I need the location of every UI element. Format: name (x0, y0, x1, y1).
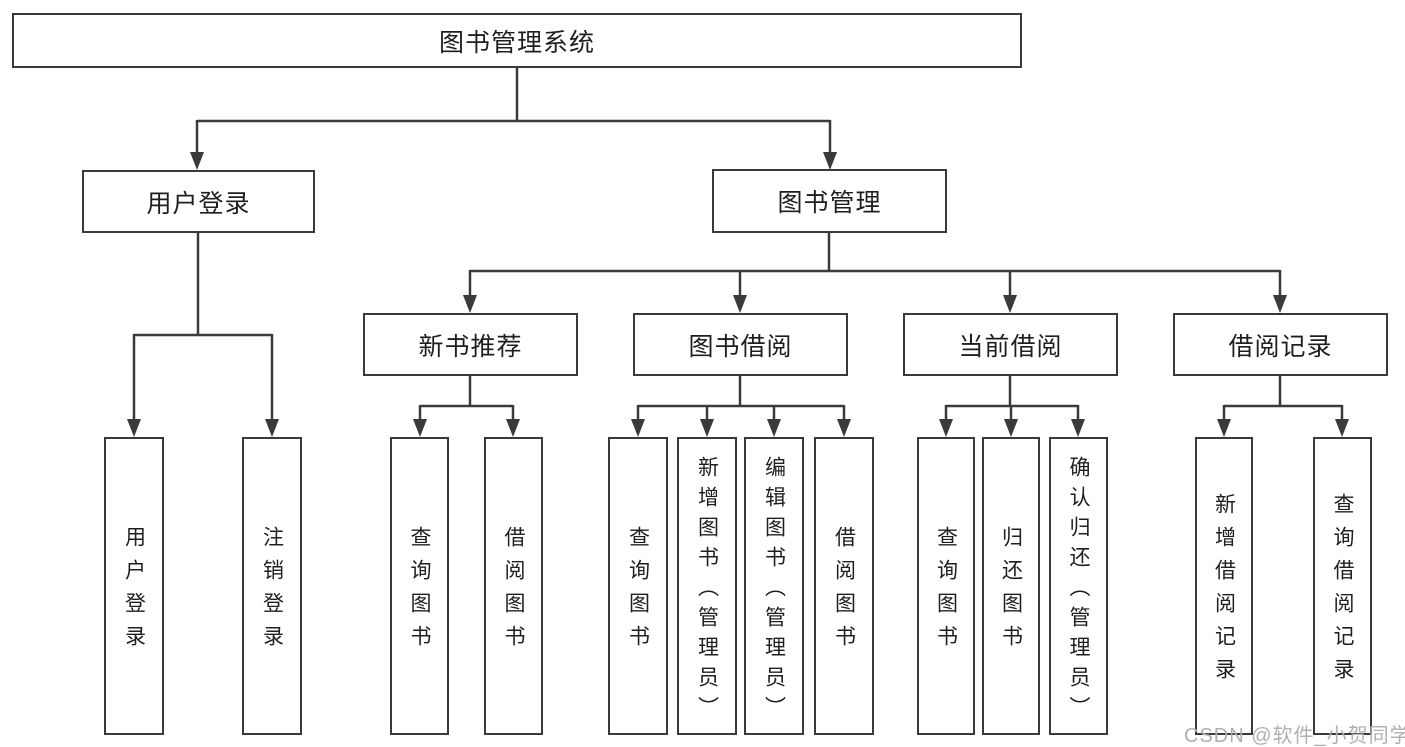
leaf-logout: 注销登录 (242, 437, 302, 735)
node-new-book-recommend-label: 新书推荐 (418, 332, 523, 361)
leaf-cb-confirm-return-admin-label: 确认归还（管理员） (1067, 455, 1090, 726)
leaf-bb-borrow-books-label: 借阅图书 (832, 526, 856, 658)
node-borrowing-records: 借阅记录 (1173, 313, 1388, 376)
leaf-nbr-query-books: 查询图书 (390, 437, 449, 735)
node-book-management: 图书管理 (712, 169, 947, 233)
leaf-logout-label: 注销登录 (260, 526, 284, 658)
node-new-book-recommend: 新书推荐 (363, 313, 578, 376)
leaf-bb-add-book-admin-label: 新增图书（管理员） (695, 455, 719, 726)
connector-user-login-to-leaves (132, 233, 274, 421)
leaf-bb-edit-book-admin: 编辑图书（管理员） (744, 437, 804, 735)
leaf-bb-add-book-admin: 新增图书（管理员） (677, 437, 737, 735)
node-current-borrowing: 当前借阅 (903, 313, 1118, 376)
connector-book-management-to-level3 (468, 233, 1282, 297)
leaf-cb-query-books: 查询图书 (917, 437, 975, 735)
node-book-borrowing-label: 图书借阅 (688, 332, 793, 361)
leaf-br-add-record: 新增借阅记录 (1195, 437, 1253, 735)
watermark: CSDN @软件_小贺同学 (1184, 725, 1405, 747)
leaf-nbr-borrow-books: 借阅图书 (484, 437, 543, 735)
node-user-login: 用户登录 (82, 170, 315, 233)
leaf-br-add-record-label: 新增借阅记录 (1212, 493, 1236, 691)
connector-borrowing-records-to-leaves (1222, 376, 1344, 421)
leaf-bb-query-books-label: 查询图书 (626, 526, 650, 658)
node-root: 图书管理系统 (12, 13, 1022, 68)
leaf-nbr-query-books-label: 查询图书 (408, 526, 431, 658)
connector-root-to-level2 (195, 68, 832, 154)
leaf-user-login-label: 用户登录 (122, 526, 146, 658)
node-borrowing-records-label: 借阅记录 (1228, 332, 1333, 361)
leaf-cb-confirm-return-admin: 确认归还（管理员） (1049, 437, 1108, 735)
node-user-login-label: 用户登录 (146, 189, 251, 218)
arrowheads (127, 152, 1349, 437)
leaf-user-login: 用户登录 (104, 437, 164, 735)
leaf-bb-query-books: 查询图书 (608, 437, 668, 735)
leaf-cb-query-books-label: 查询图书 (934, 526, 958, 658)
node-book-management-label: 图书管理 (777, 189, 882, 217)
connector-new-book-recommend-to-leaves (418, 376, 515, 421)
leaf-cb-return-books-label: 归还图书 (999, 526, 1023, 658)
leaf-bb-borrow-books: 借阅图书 (814, 437, 874, 735)
connector-book-borrowing-to-leaves (636, 376, 846, 421)
node-book-borrowing: 图书借阅 (633, 313, 848, 376)
leaf-nbr-borrow-books-label: 借阅图书 (502, 526, 525, 658)
node-root-label: 图书管理系统 (438, 28, 595, 57)
leaf-br-query-record-label: 查询借阅记录 (1331, 493, 1354, 691)
node-current-borrowing-label: 当前借阅 (958, 332, 1063, 361)
leaf-bb-edit-book-admin-label: 编辑图书（管理员） (762, 455, 786, 726)
connector-current-borrowing-to-leaves (944, 376, 1080, 421)
leaf-cb-return-books: 归还图书 (982, 437, 1040, 735)
leaf-br-query-record: 查询借阅记录 (1313, 437, 1372, 735)
